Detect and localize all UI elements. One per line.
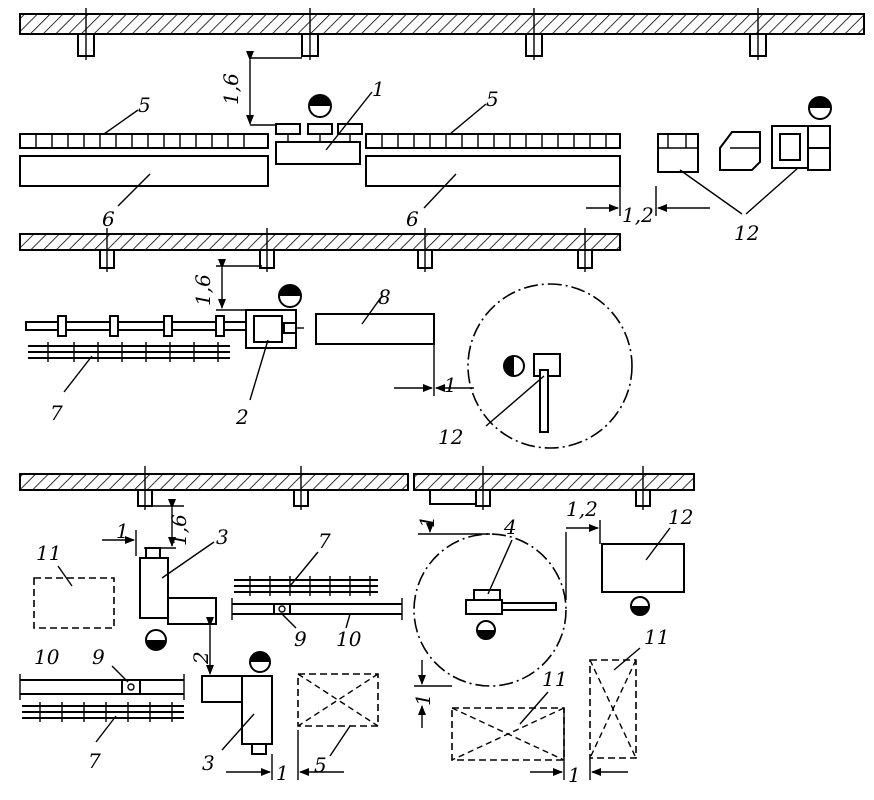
- label-5: 5: [314, 753, 327, 777]
- label-12: 12: [438, 425, 463, 449]
- dimension-1-6-middle: 1,6: [191, 259, 262, 311]
- label-7: 7: [318, 529, 331, 553]
- dimension-1-left-bottom: 1: [411, 660, 452, 728]
- label-5: 5: [138, 93, 151, 117]
- worker-icon: [630, 596, 650, 616]
- label-7: 7: [50, 401, 63, 425]
- dim-label: 1,2: [622, 203, 654, 227]
- worker-icon: [808, 96, 832, 120]
- column-row-top: [77, 8, 767, 60]
- dimension-1-6-top: 1,6: [219, 51, 302, 126]
- label-11: 11: [542, 667, 567, 691]
- bottom-right-wall: [413, 466, 695, 510]
- bottom-left-wall: [19, 466, 409, 510]
- table-8: 8 1: [315, 285, 474, 397]
- machine-3-top: 3: [139, 525, 229, 651]
- worker-icon: [145, 629, 167, 651]
- label-4: 4: [503, 515, 517, 539]
- bench-6-left: 6: [19, 155, 269, 231]
- rack-7-center: 7: [234, 529, 378, 596]
- dim-label: 1: [444, 373, 457, 397]
- label-9: 9: [92, 645, 105, 669]
- machine-12-bottom: 12: [601, 505, 693, 616]
- worker-icon: [308, 94, 332, 118]
- dimension-2: 2: [189, 617, 214, 675]
- label-10: 10: [34, 645, 60, 669]
- worker-icon: [503, 355, 525, 377]
- label-2: 2: [235, 405, 249, 429]
- dim-label: 1,6: [191, 274, 215, 306]
- machines-12-top: 12: [657, 96, 832, 245]
- dimension-1-2-right: 1,2: [586, 186, 710, 227]
- machine-12-circle-zone: 12: [438, 283, 633, 449]
- label-12: 12: [734, 221, 759, 245]
- dim-label: 2: [189, 651, 213, 665]
- dim-label: 1,6: [219, 73, 243, 105]
- machine-2: 2: [235, 284, 304, 429]
- storage-11-left: 11: [33, 541, 115, 629]
- label-5: 5: [486, 87, 499, 111]
- label-3: 3: [216, 525, 229, 549]
- label-8: 8: [378, 285, 391, 309]
- dim-label: 1: [276, 761, 289, 785]
- label-6: 6: [406, 207, 419, 231]
- rack-7-top: 7: [28, 342, 230, 425]
- label-3: 3: [202, 751, 215, 775]
- worker-icon: [476, 620, 496, 640]
- bench-6-right: 6: [365, 155, 621, 231]
- machine-3-bottom: 3 1: [201, 651, 289, 785]
- rack-7-bottom-left: 7: [22, 702, 184, 773]
- conveyor-5-left: 5: [19, 93, 269, 149]
- worker-icon: [249, 651, 271, 673]
- label-9: 9: [294, 627, 307, 651]
- dimension-1-2-bottom: 1,2: [565, 497, 601, 600]
- dim-label: 1,6: [167, 514, 191, 546]
- storage-5-bottom: 5: [297, 673, 379, 780]
- transfer-rail: [25, 315, 249, 337]
- dim-label: 1: [116, 519, 129, 543]
- dimension-1-6-bottom: 1,6: [144, 499, 191, 549]
- dim-label: 1: [568, 763, 581, 787]
- worker-icon: [278, 284, 302, 308]
- label-6: 6: [102, 207, 115, 231]
- dimension-1-top-circle: 1: [415, 515, 490, 535]
- dimension-1-bottom-right: 1: [530, 763, 628, 787]
- label-1: 1: [372, 77, 385, 101]
- machine-4-circle-zone: 4: [413, 515, 567, 687]
- dim-label: 1: [411, 693, 435, 706]
- machine-1: 1: [275, 77, 385, 165]
- dimension-1-left-11: 1: [102, 519, 137, 556]
- dim-label: 1,2: [566, 497, 598, 521]
- storage-11-bottom: 11: [451, 667, 567, 780]
- rail-10-left: 10 9: [19, 645, 185, 700]
- label-7: 7: [88, 749, 101, 773]
- label-12: 12: [668, 505, 693, 529]
- rail-10-center: 9 10: [231, 598, 403, 651]
- storage-11-right: 11: [589, 625, 669, 780]
- dim-label: 1: [415, 515, 439, 528]
- label-11: 11: [36, 541, 61, 565]
- label-11: 11: [644, 625, 669, 649]
- middle-wall: [19, 228, 621, 272]
- top-wall: [19, 8, 865, 60]
- conveyor-5-right: 5: [365, 87, 621, 149]
- label-10: 10: [336, 627, 362, 651]
